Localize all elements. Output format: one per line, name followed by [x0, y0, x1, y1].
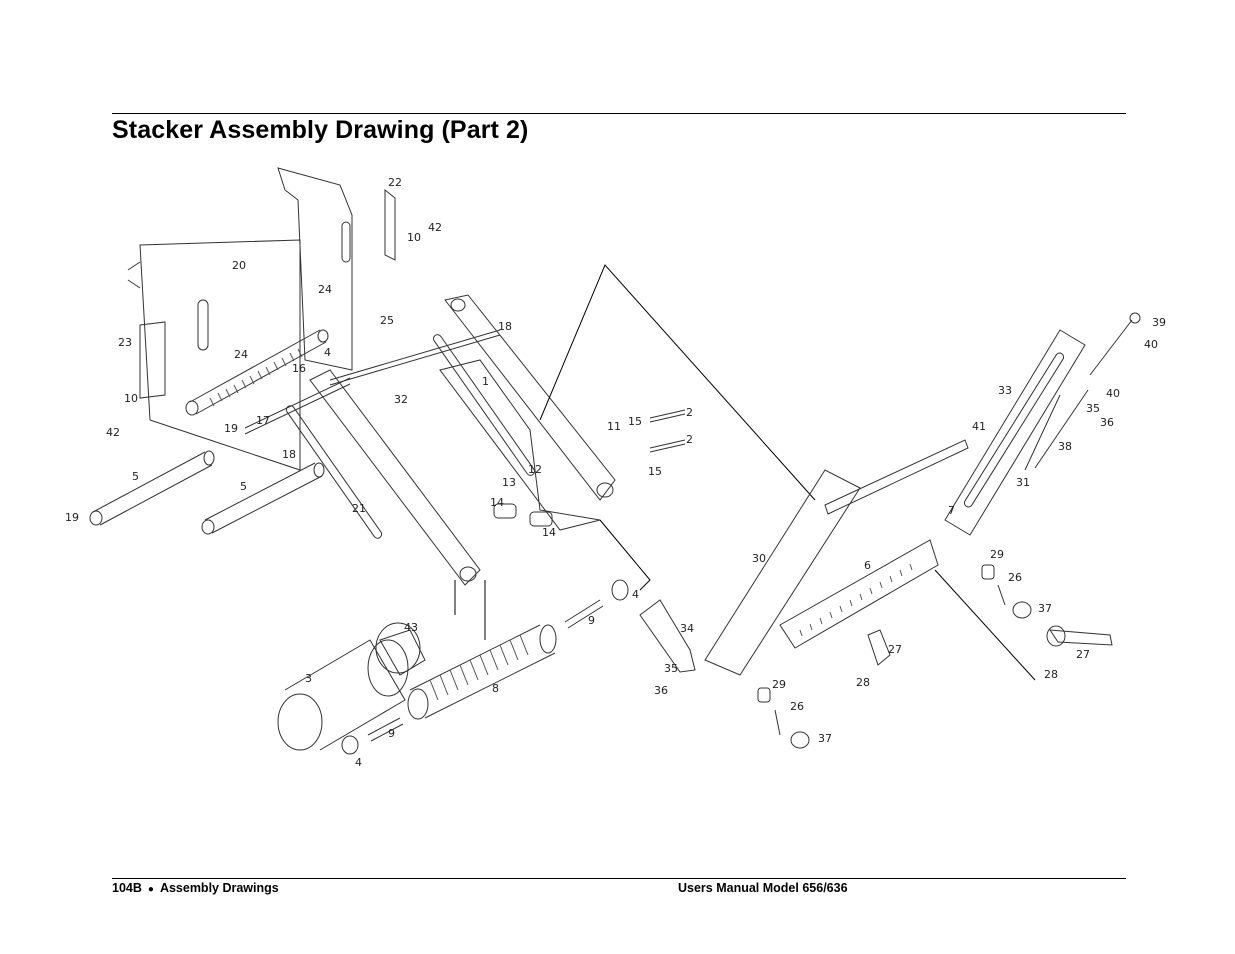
- part-label: 7: [948, 504, 955, 517]
- part-label: 4: [324, 346, 331, 359]
- part-label: 36: [654, 684, 668, 697]
- part-label: 26: [790, 700, 804, 713]
- part-label: 43: [404, 621, 418, 634]
- part-label: 37: [818, 732, 832, 745]
- part-label: 10: [407, 231, 421, 244]
- part-label: 27: [888, 643, 902, 656]
- part-label: 14: [490, 496, 504, 509]
- part-label: 18: [282, 448, 296, 461]
- part-label: 19: [224, 422, 238, 435]
- part-label: 24: [234, 348, 248, 361]
- part-label: 39: [1152, 316, 1166, 329]
- part-label: 42: [428, 221, 442, 234]
- part-label: 31: [1016, 476, 1030, 489]
- part-label: 21: [352, 502, 366, 515]
- part-label: 2: [686, 406, 693, 419]
- part-label: 13: [502, 476, 516, 489]
- part-label: 36: [1100, 416, 1114, 429]
- footer-left: 104B ● Assembly Drawings: [112, 881, 279, 895]
- part-label: 25: [380, 314, 394, 327]
- part-label: 4: [355, 756, 362, 769]
- part-label: 9: [588, 614, 595, 627]
- part-label: 42: [106, 426, 120, 439]
- part-label: 29: [772, 678, 786, 691]
- header-rule: [112, 113, 1126, 114]
- part-label: 35: [1086, 402, 1100, 415]
- part-label: 15: [628, 415, 642, 428]
- part-label: 34: [680, 622, 694, 635]
- part-label: 5: [240, 480, 247, 493]
- part-label: 22: [388, 176, 402, 189]
- part-label: 23: [118, 336, 132, 349]
- part-label: 28: [1044, 668, 1058, 681]
- part-label: 40: [1144, 338, 1158, 351]
- part-label: 24: [318, 283, 332, 296]
- part-label: 11: [607, 420, 621, 433]
- part-label: 37: [1038, 602, 1052, 615]
- part-label: 40: [1106, 387, 1120, 400]
- part-label: 27: [1076, 648, 1090, 661]
- bullet-icon: ●: [147, 884, 154, 895]
- assembly-drawing: 1 2 2 3 4 4 4 5 5 6 7 8 9 9 10 10 11 12 …: [65, 167, 1166, 769]
- part-label: 35: [664, 662, 678, 675]
- section-name: Assembly Drawings: [159, 881, 279, 895]
- part-label: 19: [65, 511, 79, 524]
- part-label: 6: [864, 559, 871, 572]
- part-label: 18: [498, 320, 512, 333]
- part-label: 12: [528, 463, 542, 476]
- part-label: 5: [132, 470, 139, 483]
- part-label: 1: [482, 375, 489, 388]
- part-label: 17: [256, 414, 270, 427]
- footer-rule: [112, 878, 1126, 879]
- part-label: 9: [388, 727, 395, 740]
- part-label: 15: [648, 465, 662, 478]
- manual-title: Users Manual Model 656/636: [678, 881, 848, 895]
- part-label: 28: [856, 676, 870, 689]
- part-label: 4: [632, 588, 639, 601]
- page-number: 104B: [112, 881, 142, 895]
- part-label: 8: [492, 682, 499, 695]
- part-label: 2: [686, 433, 693, 446]
- part-label: 26: [1008, 571, 1022, 584]
- part-label: 29: [990, 548, 1004, 561]
- part-label: 14: [542, 526, 556, 539]
- part-label: 32: [394, 393, 408, 406]
- part-label: 30: [752, 552, 766, 565]
- part-label: 33: [998, 384, 1012, 397]
- part-label: 38: [1058, 440, 1072, 453]
- part-label: 16: [292, 362, 306, 375]
- part-label: 20: [232, 259, 246, 272]
- part-label: 41: [972, 420, 986, 433]
- page-title: Stacker Assembly Drawing (Part 2): [112, 116, 529, 144]
- part-label: 3: [305, 672, 312, 685]
- part-label: 10: [124, 392, 138, 405]
